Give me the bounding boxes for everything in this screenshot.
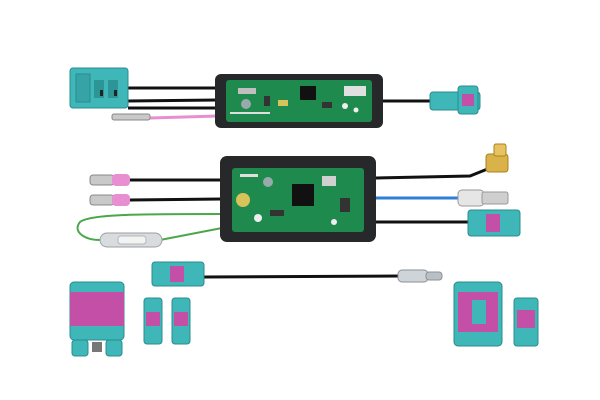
green-wire [76,213,223,241]
fakra-plug [151,261,205,287]
wire [203,274,401,279]
small-fakra-connector [143,297,163,345]
large-amplifier-module [220,156,376,242]
coax-end-terminal [397,269,443,283]
crimp-terminal [89,174,130,186]
terminal-pin [111,113,151,121]
crimp-terminal [89,194,130,206]
small-amplifier-module [215,74,383,128]
spade-terminal [457,189,509,207]
fakra-angled-plug [429,85,481,115]
pink-wire [149,114,219,120]
wire [375,166,491,180]
sma-connector [485,143,509,173]
inline-fuse [99,232,163,248]
bottom-cable-assembly [151,261,443,287]
double-fakra-connector [69,281,125,357]
green-wire [159,227,223,241]
fakra-plug [467,209,521,237]
top-cable-assembly [69,67,481,128]
loose-connectors [69,281,539,357]
small-fakra-connector [171,297,191,345]
wire [129,197,223,202]
wire [125,98,219,103]
fakra-housing-connector [453,281,503,347]
small-fakra-connector [513,297,539,347]
teal-plug-connector [69,67,129,109]
middle-cable-assembly [76,143,521,248]
